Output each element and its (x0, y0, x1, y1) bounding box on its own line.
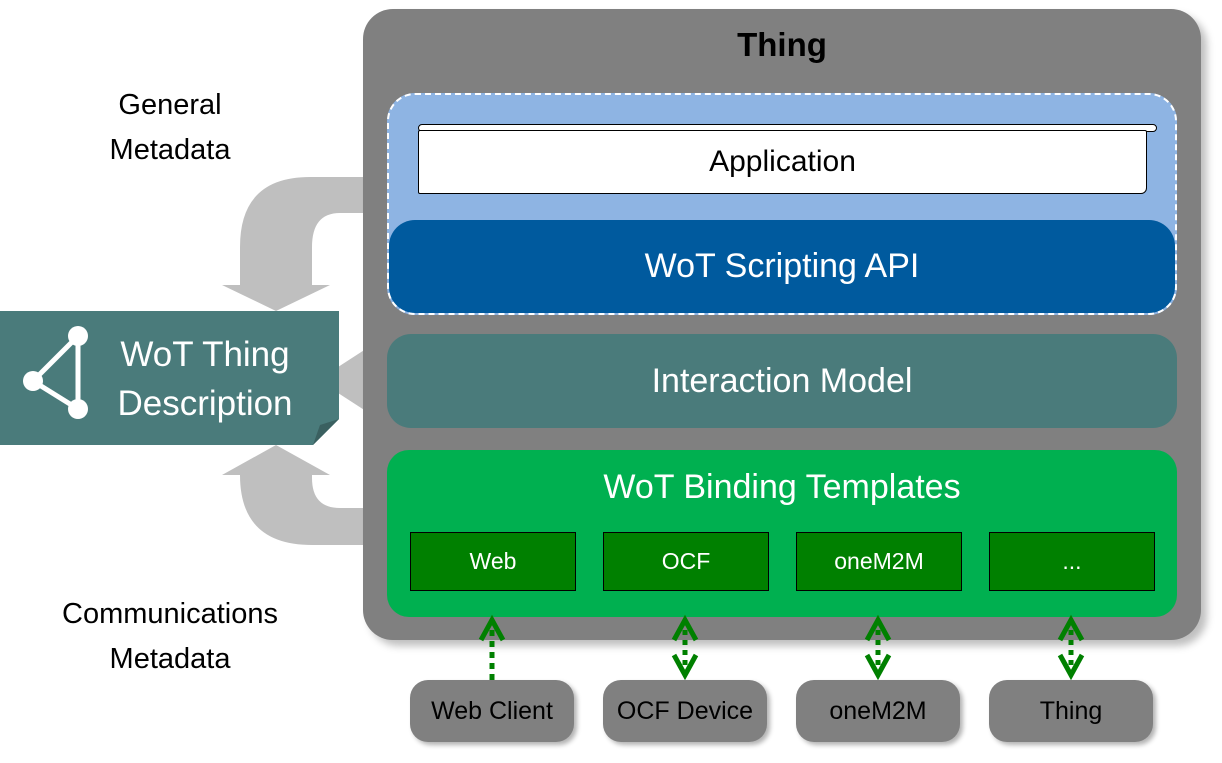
protocol-more: ... (989, 532, 1155, 591)
protocol-web: Web (410, 532, 576, 591)
device-web-client: Web Client (410, 680, 574, 742)
protocol-ocf: OCF (603, 532, 769, 591)
arrow-down-thing-icon (1057, 653, 1085, 681)
scripting-api-label: WoT Scripting API (644, 247, 920, 285)
arrow-up-web-icon (478, 614, 506, 642)
communications-metadata-line2: Metadata (109, 643, 231, 675)
general-metadata-label: General Metadata (60, 83, 280, 173)
communications-metadata-arrow (222, 445, 388, 545)
scripting-boundary (387, 93, 1177, 315)
device-onem2m: oneM2M (796, 680, 960, 742)
general-metadata-line1: General (118, 89, 222, 121)
interaction-model-label: Interaction Model (651, 361, 913, 400)
communications-metadata-line1: Communications (62, 598, 278, 630)
arrow-up-ocf-icon (671, 614, 699, 642)
graph-share-icon (23, 326, 88, 419)
thing-description-label: WoT Thing Description (100, 330, 310, 428)
application-label: Application (709, 145, 856, 178)
arrow-up-onem2m-icon (864, 614, 892, 642)
td-line2: Description (117, 384, 293, 423)
arrow-down-ocf-icon (671, 653, 699, 681)
thing-description-box (0, 311, 339, 445)
thing-title: Thing (737, 26, 827, 63)
protocol-onem2m: oneM2M (796, 532, 962, 591)
communications-metadata-label: Communications Metadata (20, 592, 320, 682)
scripting-api-layer: WoT Scripting API (389, 220, 1175, 313)
arrow-up-thing-icon (1057, 614, 1085, 642)
general-metadata-arrow (222, 177, 365, 311)
application-box: Application (418, 130, 1147, 194)
arrow-down-onem2m-icon (864, 653, 892, 681)
binding-templates-title: WoT Binding Templates (603, 468, 961, 506)
device-thing: Thing (989, 680, 1153, 742)
interaction-model-layer: Interaction Model (387, 334, 1177, 428)
device-ocf: OCF Device (603, 680, 767, 742)
general-metadata-line2: Metadata (109, 134, 231, 166)
td-line1: WoT Thing (120, 335, 290, 374)
